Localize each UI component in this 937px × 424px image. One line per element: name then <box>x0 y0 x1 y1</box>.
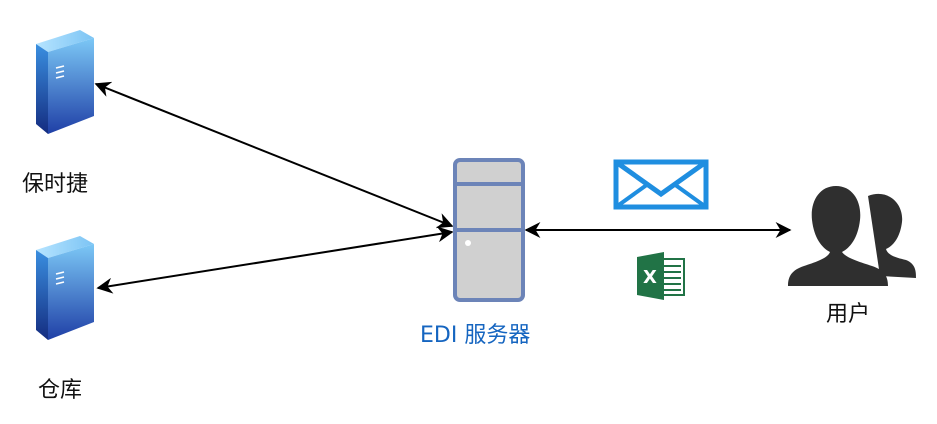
arrow-porsche-edi <box>94 81 454 229</box>
user-label: 用户 <box>826 302 871 327</box>
users-icon <box>788 186 916 286</box>
edi-server-label: EDI 服务器 <box>420 323 531 348</box>
envelope-icon <box>613 159 709 210</box>
porsche-label: 保时捷 <box>22 172 89 197</box>
server-rack-icon <box>453 158 525 302</box>
excel-letter: X <box>643 267 657 288</box>
arrow-warehouse-edi <box>96 226 454 294</box>
server-tower-icon <box>36 30 94 134</box>
server-tower-icon <box>36 236 94 340</box>
excel-icon: X <box>637 252 685 300</box>
warehouse-label: 仓库 <box>38 378 83 403</box>
